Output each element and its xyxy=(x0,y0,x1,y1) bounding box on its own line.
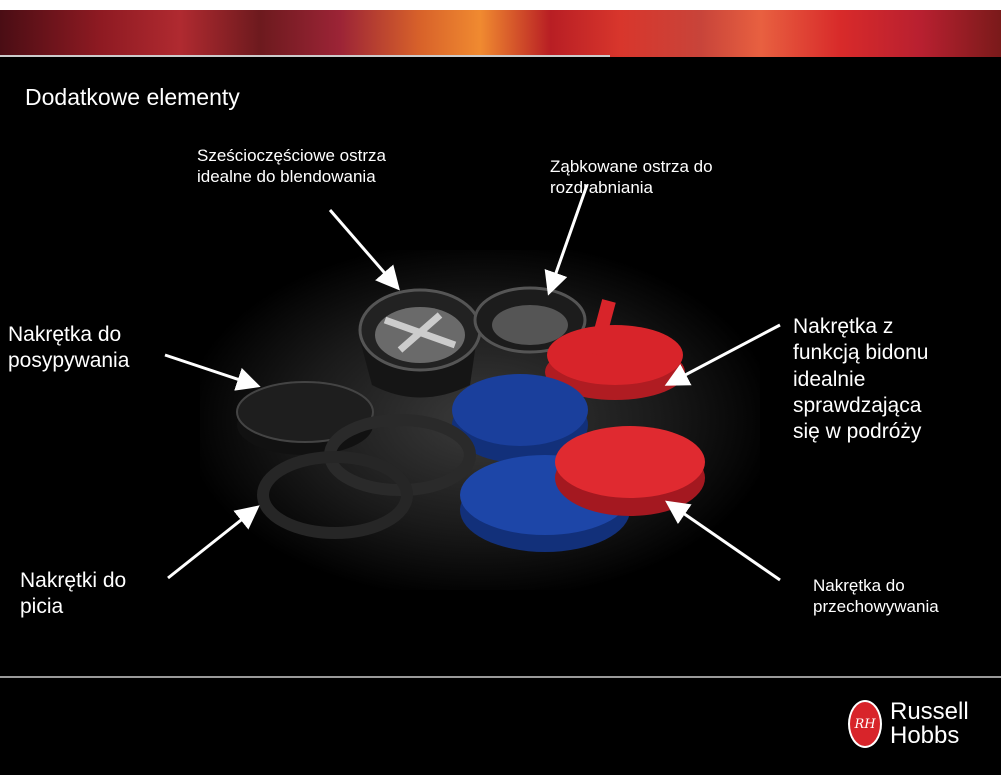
label-storage-lid: Nakrętka do przechowywania xyxy=(813,576,939,617)
arrow-storage-lid xyxy=(665,500,781,582)
label-line: sprawdzająca xyxy=(793,393,922,417)
arrow-travel-lid xyxy=(664,323,781,386)
brand-name: Russell Hobbs xyxy=(890,700,969,748)
drinking-rings xyxy=(257,414,476,539)
arrow-sprinkle-lid xyxy=(164,353,261,391)
label-line: idealnie xyxy=(793,367,866,391)
red-storage-lid xyxy=(555,426,705,516)
six-blade-unit xyxy=(358,288,482,398)
arrow-blades-serrated xyxy=(544,184,589,296)
footer-divider xyxy=(0,676,1001,678)
label-line: Nakrętki do xyxy=(20,569,127,592)
label-line: idealne do blendowania xyxy=(197,166,376,186)
label-travel-lid: Nakrętka z funkcją bidonu idealnie spraw… xyxy=(793,314,928,445)
label-drinking-lids: Nakrętki do picia xyxy=(20,568,126,621)
label-line: się w podróży xyxy=(793,420,922,443)
label-line: picia xyxy=(20,595,64,619)
sprinkle-lid xyxy=(236,381,374,455)
fruit-banner xyxy=(0,10,1001,57)
rh-seal-icon: RH xyxy=(848,700,882,748)
brand-line: Hobbs xyxy=(890,722,960,749)
label-line: Nakrętka do xyxy=(813,576,905,595)
slide-title: Dodatkowe elementy xyxy=(25,84,240,110)
label-line: Nakrętka do xyxy=(8,323,122,346)
label-six-blades: Sześcioczęściowe ostrza idealne do blend… xyxy=(197,146,386,187)
arrow-drinking-lids xyxy=(167,505,260,580)
label-line: rozdrabniania xyxy=(550,177,654,197)
top-strip xyxy=(0,0,1001,10)
arrow-blades-six xyxy=(328,209,400,291)
russell-hobbs-logo: RH Russell Hobbs xyxy=(848,700,969,748)
label-line: posypywania xyxy=(8,349,130,373)
label-line: przechowywania xyxy=(813,596,939,616)
label-line: Nakrętka z xyxy=(793,315,894,338)
label-sprinkle-lid: Nakrętka do posypywania xyxy=(8,322,129,375)
label-line: funkcją bidonu xyxy=(793,341,929,365)
serrated-blade-unit xyxy=(473,286,587,354)
brand-line: Russell xyxy=(890,698,969,725)
red-travel-lid xyxy=(545,299,685,400)
label-line: Sześcioczęściowe ostrza xyxy=(197,146,386,165)
label-line: Ząbkowane ostrza do xyxy=(550,157,713,176)
label-serrated-blades: Ząbkowane ostrza do rozdrabniania xyxy=(550,157,713,198)
